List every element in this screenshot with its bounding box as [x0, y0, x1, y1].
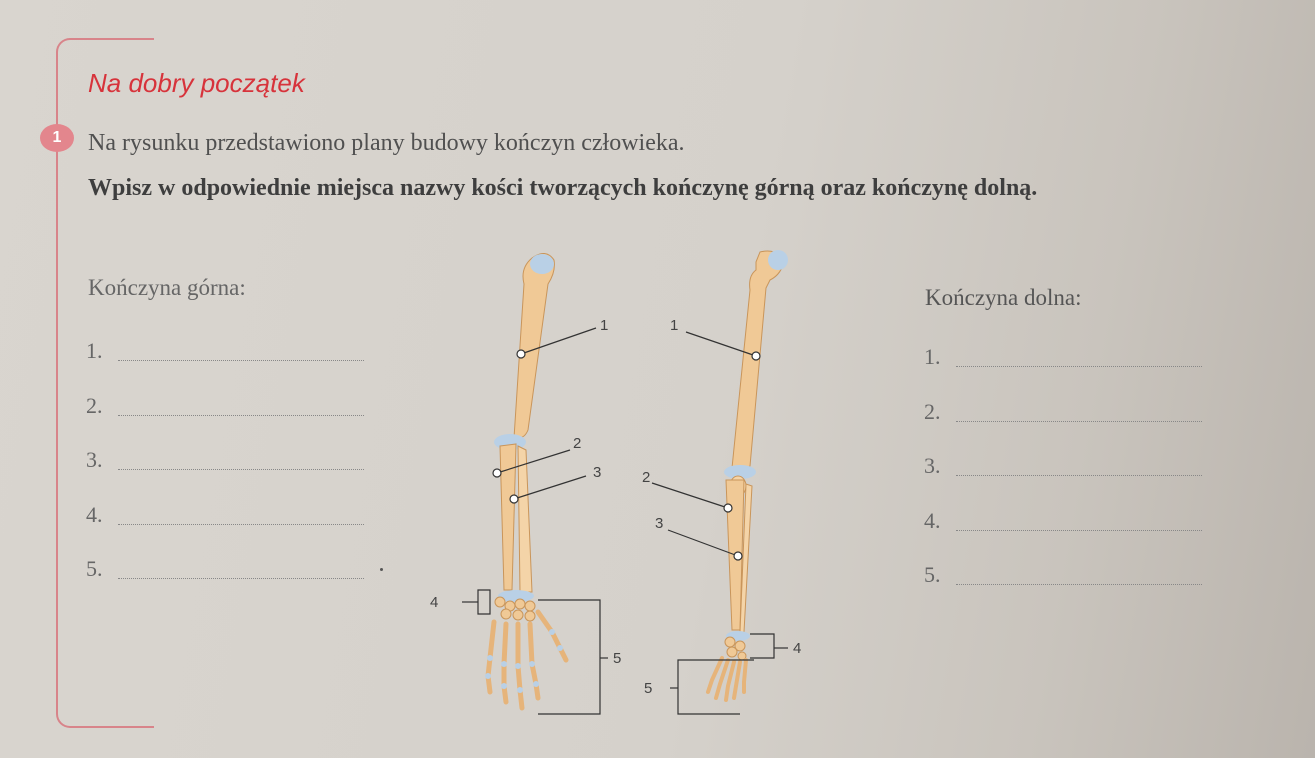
task-instruction: Wpisz w odpowiednie miejsca nazwy kości … [88, 175, 1038, 201]
task-number-badge: 1 [40, 124, 74, 152]
answer-number: 4. [86, 501, 103, 527]
lower-limb-answer-4: 4. [924, 508, 1202, 563]
leg-leader-lines [651, 331, 788, 715]
leg-label-3: 3 [655, 515, 663, 532]
finger-bones [485, 609, 569, 711]
humerus-head [530, 254, 554, 274]
arm-label-3: 3 [593, 464, 601, 481]
arm-label-5: 5 [613, 650, 621, 667]
femur-head [768, 250, 788, 270]
answer-blank[interactable] [118, 393, 364, 416]
section-title: Na dobry początek [88, 68, 305, 98]
arm-label-2: 2 [573, 435, 581, 452]
lower-limb-heading: Kończyna dolna: [925, 285, 1082, 310]
upper-limb-answer-5: 5. [86, 556, 364, 611]
section-bracket [56, 38, 154, 728]
upper-limb-answer-1: 1. [86, 338, 364, 393]
answer-blank[interactable] [118, 556, 364, 579]
leg-label-4: 4 [793, 640, 801, 657]
arm-leader-lines [462, 327, 608, 715]
femur-bone [731, 250, 785, 472]
leg-label-2: 2 [642, 469, 650, 486]
leg-label-1: 1 [670, 317, 678, 334]
answer-number: 3. [86, 447, 103, 472]
leg-skeleton: 1 2 3 4 5 [642, 250, 801, 715]
upper-limb-answer-3: 3. [86, 447, 364, 502]
lower-limb-answer-2: 2. [924, 399, 1202, 454]
answer-blank[interactable] [956, 344, 1202, 367]
upper-limb-answer-4: 4. [86, 502, 364, 557]
answer-blank[interactable] [118, 447, 364, 470]
answer-blank[interactable] [956, 453, 1202, 476]
carpal-bones [494, 596, 536, 622]
answer-number: 2. [924, 398, 941, 424]
answer-number: 2. [86, 392, 103, 418]
answer-number: 1. [86, 338, 103, 363]
leg-label-5: 5 [644, 680, 652, 697]
wrist-joint [498, 590, 534, 602]
radius-bone [517, 445, 533, 593]
answer-number: 3. [924, 453, 941, 478]
lower-limb-answer-5: 5. [924, 562, 1202, 617]
answer-number: 4. [924, 507, 941, 533]
toe-bones [706, 656, 748, 702]
task-intro: Na rysunku przedstawiono plany budowy ko… [88, 130, 685, 156]
answer-blank[interactable] [118, 338, 364, 361]
lower-limb-answer-3: 3. [924, 453, 1202, 508]
upper-limb-answers: 1. 2. 3. 4. 5. [86, 338, 364, 611]
lower-limb-answers: 1. 2. 3. 4. 5. [924, 344, 1202, 617]
arm-label-1: 1 [600, 317, 608, 334]
answer-blank[interactable] [956, 399, 1202, 422]
arm-markers [492, 349, 526, 504]
upper-limb-heading: Kończyna górna: [88, 275, 246, 300]
finger-joints [485, 629, 563, 693]
answer-blank[interactable] [956, 508, 1202, 531]
stray-dot [380, 568, 383, 571]
answer-number: 5. [86, 556, 103, 581]
humerus-bone [513, 253, 555, 439]
answer-blank[interactable] [118, 502, 364, 525]
arm-skeleton: 1 2 3 4 5 [430, 253, 621, 715]
answer-number: 1. [924, 344, 941, 369]
answer-blank[interactable] [956, 562, 1202, 585]
answer-number: 5. [924, 562, 941, 587]
knee-joint [724, 465, 756, 479]
limb-skeleton-diagram: 1 2 3 4 5 [430, 250, 801, 715]
arm-label-4: 4 [430, 594, 438, 611]
leg-markers [723, 351, 761, 561]
lower-limb-answer-1: 1. [924, 344, 1202, 399]
upper-limb-answer-2: 2. [86, 393, 364, 448]
ulna-bone [499, 443, 517, 591]
